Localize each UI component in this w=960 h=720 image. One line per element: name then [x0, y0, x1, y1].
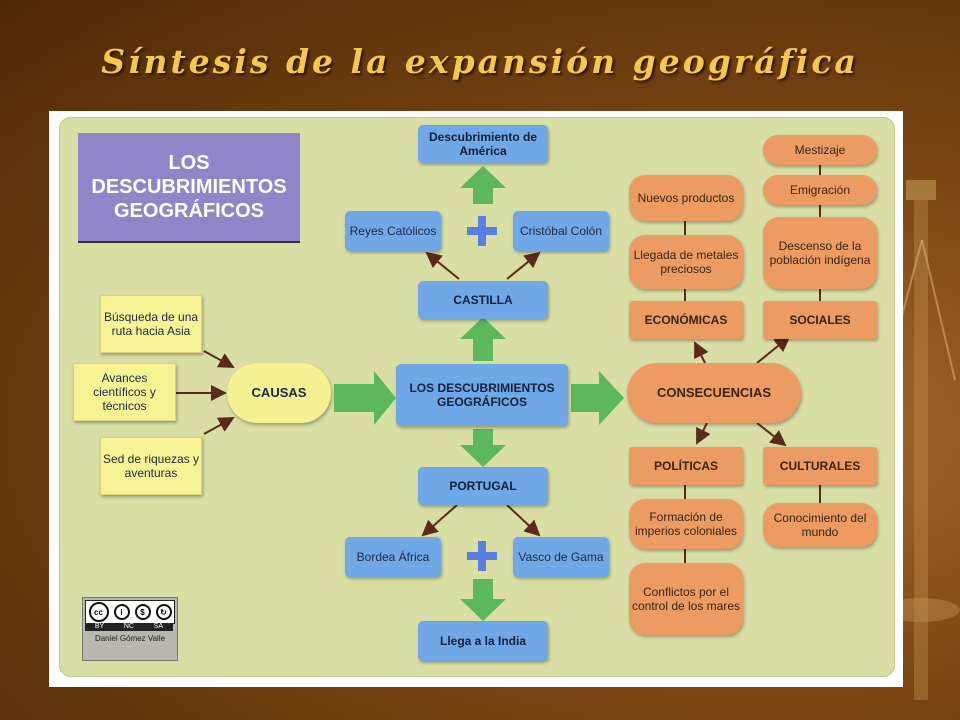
plus-icon [467, 216, 497, 246]
plus-icon [467, 541, 497, 571]
cause-wealth-adventure: Sed de riquezas y aventuras [100, 437, 202, 495]
bordea-africa-node: Bordea África [345, 537, 441, 577]
center-node: LOS DESCUBRIMIENTOS GEOGRÁFICOS [396, 364, 568, 426]
econ-item-metales-preciosos: Llegada de metales preciosos [629, 235, 743, 289]
culturales-node: CULTURALES [763, 447, 877, 485]
cult-item-conocimiento-mundo: Conocimiento del mundo [763, 503, 877, 547]
castilla-node: CASTILLA [418, 281, 548, 319]
cause-asia-route: Búsqueda de una ruta hacia Asia [100, 295, 202, 353]
reyes-catolicos-node: Reyes Católicos [345, 211, 441, 251]
creative-commons-badge: cc i $ ↻ BY NC SA Daniel Gómez Valle [82, 597, 178, 661]
cause-scientific-advances: Avances científicos y técnicos [73, 363, 176, 421]
consecuencias-node: CONSECUENCIAS [627, 363, 801, 423]
social-item-mestizaje: Mestizaje [763, 135, 877, 165]
portugal-node: PORTUGAL [418, 467, 548, 505]
descubrimiento-america-node: Descubrimiento de América [418, 125, 548, 163]
politicas-node: POLÍTICAS [629, 447, 743, 485]
social-item-emigracion: Emigración [763, 175, 877, 205]
attribution-icon: i [113, 604, 130, 620]
economicas-node: ECONÓMICAS [629, 301, 743, 339]
cc-logo: cc i $ ↻ [85, 600, 175, 624]
noncommercial-icon: $ [134, 604, 151, 620]
cc-label-nc: NC [123, 623, 135, 630]
causas-node: CAUSAS [227, 363, 331, 423]
social-item-descenso-poblacion: Descenso de la población indígena [763, 217, 877, 289]
cristobal-colon-node: Cristóbal Colón [513, 211, 609, 251]
llega-india-node: Llega a la India [418, 621, 548, 661]
pol-item-imperios-coloniales: Formación de imperios coloniales [629, 499, 743, 549]
diagram-title-box: LOS DESCUBRIMIENTOS GEOGRÁFICOS [78, 133, 300, 243]
concept-map-panel: LOS DESCUBRIMIENTOS GEOGRÁFICOS Búsqueda… [49, 111, 903, 687]
cc-icon: cc [88, 602, 109, 622]
author-name: Daniel Gómez Valle [94, 634, 166, 643]
sharealike-icon: ↻ [155, 604, 172, 620]
sociales-node: SOCIALES [763, 301, 877, 339]
cc-labels: BY NC SA [85, 623, 173, 631]
cc-label-sa: SA [153, 623, 164, 630]
econ-item-nuevos-productos: Nuevos productos [629, 175, 743, 221]
vasco-de-gama-node: Vasco de Gama [513, 537, 609, 577]
pol-item-control-mares: Conflictos por el control de los mares [629, 563, 743, 635]
slide-title: Síntesis de la expansión geográfica [101, 42, 859, 81]
cc-label-by: BY [94, 623, 105, 630]
